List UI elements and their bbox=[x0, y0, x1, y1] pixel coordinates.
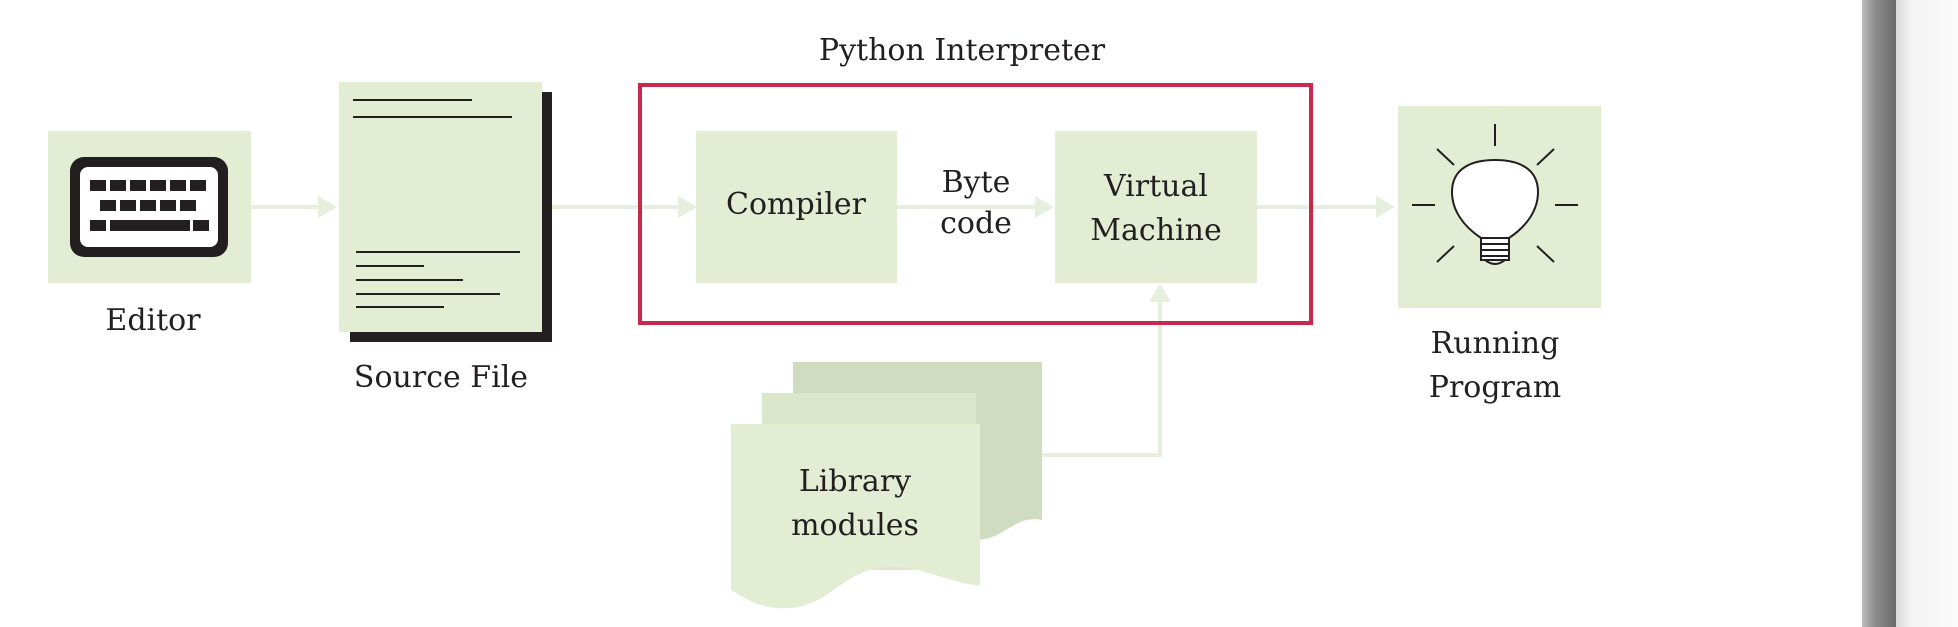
library-modules-line2: modules bbox=[791, 508, 919, 543]
interpreter-title: Python Interpreter bbox=[819, 33, 1106, 68]
virtual-machine-line2: Machine bbox=[1090, 213, 1221, 248]
byte-code-line1: Byte bbox=[942, 165, 1011, 200]
arrow-library-to-vm bbox=[1042, 284, 1171, 457]
virtual-machine-node: Virtual Machine bbox=[1055, 131, 1257, 283]
adjacent-page-edge bbox=[1862, 0, 1958, 627]
stacked-pages-icon bbox=[731, 362, 1042, 609]
library-modules-node: Library modules bbox=[731, 362, 1042, 609]
arrow-editor-to-source bbox=[251, 196, 337, 218]
byte-code-line2: code bbox=[940, 206, 1012, 241]
byte-code-label-group: Byte code bbox=[940, 165, 1012, 241]
compiler-label: Compiler bbox=[726, 187, 867, 222]
arrow-vm-to-running-program bbox=[1257, 196, 1395, 218]
lightbulb-icon bbox=[1412, 124, 1578, 265]
source-file-label: Source File bbox=[354, 360, 528, 395]
arrow-source-to-compiler bbox=[552, 196, 697, 218]
editor-node: Editor bbox=[48, 131, 251, 338]
running-program-node: Running Program bbox=[1398, 106, 1601, 405]
library-modules-line1: Library bbox=[799, 464, 911, 499]
document-icon bbox=[353, 99, 520, 308]
running-program-line2: Program bbox=[1429, 370, 1561, 405]
source-page bbox=[339, 82, 542, 332]
editor-label: Editor bbox=[105, 303, 201, 338]
source-file-node: Source File bbox=[339, 82, 552, 395]
keyboard-icon bbox=[70, 157, 228, 257]
arrow-compiler-to-vm bbox=[897, 196, 1054, 218]
virtual-machine-line1: Virtual bbox=[1103, 169, 1208, 204]
compiler-node: Compiler bbox=[696, 131, 897, 283]
interpreter-border bbox=[638, 83, 1313, 325]
compiler-box bbox=[696, 131, 897, 283]
virtual-machine-box bbox=[1055, 131, 1257, 283]
running-program-line1: Running bbox=[1431, 326, 1560, 361]
python-interpreter-group: Python Interpreter Compiler Byte code Vi… bbox=[638, 33, 1313, 325]
